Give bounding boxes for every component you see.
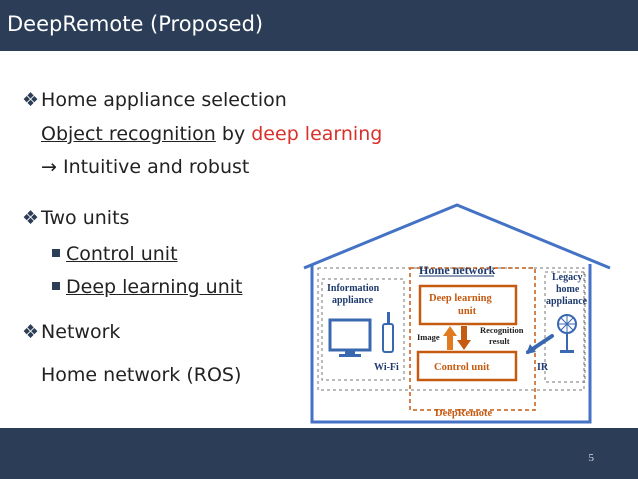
home-network-label: Home network [419, 263, 496, 277]
slide-title: DeepRemote (Proposed) [7, 12, 264, 36]
square-bullet-icon [52, 281, 60, 290]
diamond-bullet-icon: ❖ [22, 89, 40, 111]
image-label: Image [417, 332, 440, 342]
legacy-label-2: home [556, 284, 580, 295]
information-appliance-label-1: Information [327, 283, 380, 294]
footer-bar: 5 [0, 428, 638, 479]
home-network-area [317, 267, 585, 391]
control-unit-label: Control unit [434, 362, 490, 373]
diamond-bullet-icon: ❖ [22, 207, 40, 229]
house-outline [303, 203, 611, 424]
deep-learning-unit-label-1: Deep learning [429, 293, 492, 304]
fan-base-icon [560, 350, 574, 353]
bullet-network: ❖Network [22, 321, 121, 343]
home-network-diagram: Home network Information appliance Legac… [290, 202, 625, 424]
legacy-label-1: Legacy [552, 272, 583, 283]
deepremote-label: DeepRemote [435, 408, 492, 419]
bullet-two-units: ❖Two units [22, 207, 130, 229]
object-recognition-line: Object recognition by deep learning [41, 123, 383, 145]
deep-learning-text: deep learning [251, 123, 383, 145]
recognition-label-1: Recognition [480, 325, 524, 335]
information-appliance-label-2: appliance [332, 295, 374, 306]
information-appliance-area [321, 278, 405, 381]
sub-bullet-deep-learning-unit: Deep learning unit [52, 276, 242, 298]
monitor-icon [328, 318, 372, 352]
monitor-stand-icon [345, 350, 355, 354]
slide-content: ❖Home appliance selection Object recogni… [22, 89, 625, 424]
router-icon [382, 323, 394, 353]
square-bullet-icon [52, 248, 60, 257]
recognition-label-2: result [489, 336, 510, 346]
legacy-appliance-area [544, 271, 586, 383]
deep-learning-unit-box [418, 284, 518, 326]
fan-stand-icon [566, 333, 568, 351]
diagram-svg: Home network Information appliance Legac… [303, 203, 611, 424]
object-recognition-link[interactable]: Object recognition [41, 123, 216, 145]
sub-bullet-control-unit: Control unit [52, 243, 178, 265]
bullet-home-appliance-selection: ❖Home appliance selection [22, 89, 287, 111]
control-unit-link[interactable]: Control unit [66, 243, 178, 265]
deep-learning-unit-link[interactable]: Deep learning unit [66, 276, 243, 298]
image-arrow-up [443, 326, 457, 350]
monitor-base-icon [339, 354, 361, 357]
header-bar: DeepRemote (Proposed) [0, 0, 638, 51]
page-number: 5 [588, 452, 595, 464]
ir-label: IR [537, 362, 549, 373]
deepremote-area [409, 267, 536, 411]
recognition-arrow-down [457, 326, 471, 350]
deep-learning-unit-label-2: unit [458, 306, 477, 317]
intuitive-robust-line: → Intuitive and robust [41, 156, 250, 178]
wifi-label: Wi-Fi [374, 362, 399, 373]
home-network-ros-line: Home network (ROS) [41, 364, 242, 386]
diamond-bullet-icon: ❖ [22, 321, 40, 343]
ir-arrow-head-icon [526, 344, 536, 354]
fan-blades-icon [558, 315, 576, 333]
control-unit-box [416, 350, 518, 382]
legacy-label-3: appliance [546, 296, 588, 307]
router-antenna-icon [387, 312, 390, 324]
